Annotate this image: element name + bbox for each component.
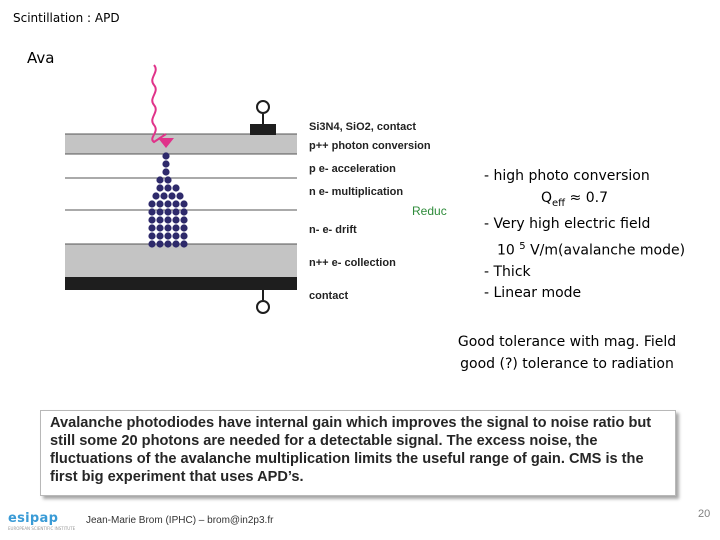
logo-subtitle: EUROPEAN SCIENTIFIC INSTITUTE (8, 526, 76, 531)
layer-collection (65, 244, 297, 277)
field-base: 10 (497, 242, 515, 259)
electron-cloud (148, 152, 188, 248)
field-exponent: 5 (519, 240, 526, 252)
apd-diagram: Si3N4, SiO2, contact p++ photon conversi… (65, 64, 447, 314)
electron-dot (148, 224, 156, 232)
electron-dot (172, 240, 180, 248)
layer-back-contact (65, 277, 297, 290)
top-contact-pad (250, 124, 276, 135)
section-heading: Ava (27, 49, 55, 67)
summary-note-text: Avalanche photodiodes have internal gain… (50, 415, 652, 485)
tolerance-magnetic: Good tolerance with mag. Field (457, 334, 677, 350)
electron-dot (164, 216, 172, 224)
logo-name: esipap (8, 511, 59, 526)
electron-dot (156, 240, 164, 248)
field-unit: V/m(avalanche mode) (530, 242, 686, 259)
feature-photo-conversion: - high photo conversion (484, 168, 650, 184)
electron-dot (164, 232, 172, 240)
layer-label: p e- acceleration (309, 163, 396, 175)
electron-dot (172, 200, 180, 208)
electron-dot (148, 240, 156, 248)
electron-dot (164, 200, 172, 208)
layer-label: contact (309, 290, 348, 302)
q-eff-value: ≈ 0.7 (569, 189, 608, 206)
overlay-text: Reduc (412, 204, 447, 218)
tolerance-radiation: good (?) tolerance to radiation (460, 355, 674, 372)
photon-arrowhead (158, 138, 174, 148)
electron-dot (162, 160, 170, 168)
page-number: 20 (698, 508, 711, 520)
electron-dot (156, 200, 164, 208)
electron-dot (180, 208, 188, 216)
esipap-logo: esipap EUROPEAN SCIENTIFIC INSTITUTE (8, 511, 76, 537)
layer-label: n e- multiplication (309, 186, 403, 198)
footer-author: Jean-Marie Brom (IPHC) – brom@in2p3.fr (86, 515, 274, 526)
electron-dot (180, 216, 188, 224)
electron-dot (156, 184, 164, 192)
layer-label: n- e- drift (309, 224, 357, 236)
electron-dot (164, 176, 172, 184)
electron-dot (156, 208, 164, 216)
electron-dot (172, 224, 180, 232)
layer-passivation (65, 134, 297, 154)
electron-dot (164, 224, 172, 232)
electron-dot (148, 200, 156, 208)
electron-dot (148, 232, 156, 240)
electron-dot (164, 208, 172, 216)
top-terminal (256, 100, 270, 114)
electron-dot (180, 224, 188, 232)
electron-dot (156, 176, 164, 184)
q-eff-symbol: Q (541, 189, 553, 206)
summary-note-box: Avalanche photodiodes have internal gain… (40, 410, 676, 496)
feature-linear: - Linear mode (484, 285, 582, 302)
electron-dot (160, 192, 168, 200)
feature-thick: - Thick (484, 263, 531, 280)
feature-q-eff: Qeff ≈ 0.7 (484, 188, 685, 214)
electron-dot (148, 208, 156, 216)
electron-dot (180, 240, 188, 248)
bottom-terminal (256, 300, 270, 314)
q-eff-subscript: eff (552, 197, 566, 209)
photon-arrow (151, 64, 167, 144)
electron-dot (180, 232, 188, 240)
layer-label: p++ photon conversion (309, 140, 431, 152)
electron-dot (168, 192, 176, 200)
feature-electric-field: - Very high electric field (484, 215, 651, 232)
slide-title: Scintillation : APD (13, 11, 120, 25)
electron-dot (172, 208, 180, 216)
tolerance-notes: Good tolerance with mag. Field good (?) … (448, 332, 686, 375)
electron-dot (148, 216, 156, 224)
electron-dot (180, 200, 188, 208)
layer-label: n++ e- collection (309, 257, 396, 269)
electron-dot (172, 184, 180, 192)
electron-dot (152, 192, 160, 200)
electron-dot (156, 232, 164, 240)
electron-dot (172, 216, 180, 224)
layer-label: Si3N4, SiO2, contact (309, 121, 416, 133)
feature-list: - high photo conversion Qeff ≈ 0.7 - Ver… (484, 166, 685, 305)
electron-dot (156, 216, 164, 224)
electron-dot (162, 168, 170, 176)
feature-field-value: 10 5 V/m(avalanche mode) (484, 236, 685, 262)
electron-dot (164, 184, 172, 192)
electron-dot (162, 152, 170, 160)
electron-dot (172, 232, 180, 240)
electron-dot (176, 192, 184, 200)
electron-dot (164, 240, 172, 248)
electron-dot (156, 224, 164, 232)
